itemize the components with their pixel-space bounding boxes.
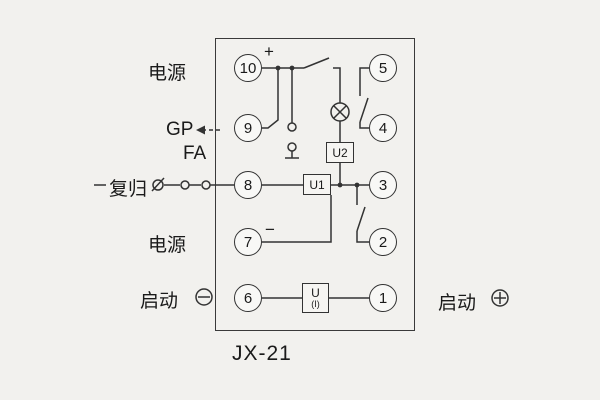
top-switch-contact-icon [303, 57, 330, 69]
coil-symbol: U [311, 286, 320, 300]
terminal-10: 10 [234, 54, 262, 82]
junction-dot [337, 182, 343, 188]
terminal7-wire [262, 195, 332, 243]
coil-variant: (I) [311, 299, 320, 309]
terminal-3: 3 [369, 171, 397, 199]
label-fa: FA [183, 143, 207, 164]
terminal-6: 6 [234, 284, 262, 312]
lamp-icon [330, 102, 350, 122]
label-reset: 复归 [109, 179, 148, 200]
minus-mark: − [265, 220, 275, 239]
terminal9-contact-icon [262, 68, 299, 159]
component-u2: U2 [326, 142, 354, 163]
label-start-left: 启动 [140, 291, 179, 312]
terminal-2: 2 [369, 228, 397, 256]
terminal-9: 9 [234, 114, 262, 142]
terminal-7: 7 [234, 228, 262, 256]
diagram-title: JX-21 [232, 342, 292, 365]
plus-circle-icon [491, 289, 509, 307]
top-bus-wire [262, 65, 341, 103]
component-coil: U (I) [302, 283, 329, 313]
gp-arrow-icon [196, 125, 220, 135]
contact-5-4-icon [359, 67, 369, 129]
reset-button-icon [94, 177, 234, 192]
label-start-right: 启动 [438, 293, 477, 314]
terminal-4: 4 [369, 114, 397, 142]
label-power-top: 电源 [148, 63, 187, 84]
plus-mark: + [264, 42, 274, 61]
label-gp: GP [166, 119, 194, 140]
terminal-8: 8 [234, 171, 262, 199]
minus-circle-icon [195, 288, 213, 306]
terminal-5: 5 [369, 54, 397, 82]
contact-3-2-icon [356, 185, 369, 243]
label-power-bottom: 电源 [148, 235, 187, 256]
component-u1: U1 [303, 174, 331, 195]
terminal-1: 1 [369, 284, 397, 312]
